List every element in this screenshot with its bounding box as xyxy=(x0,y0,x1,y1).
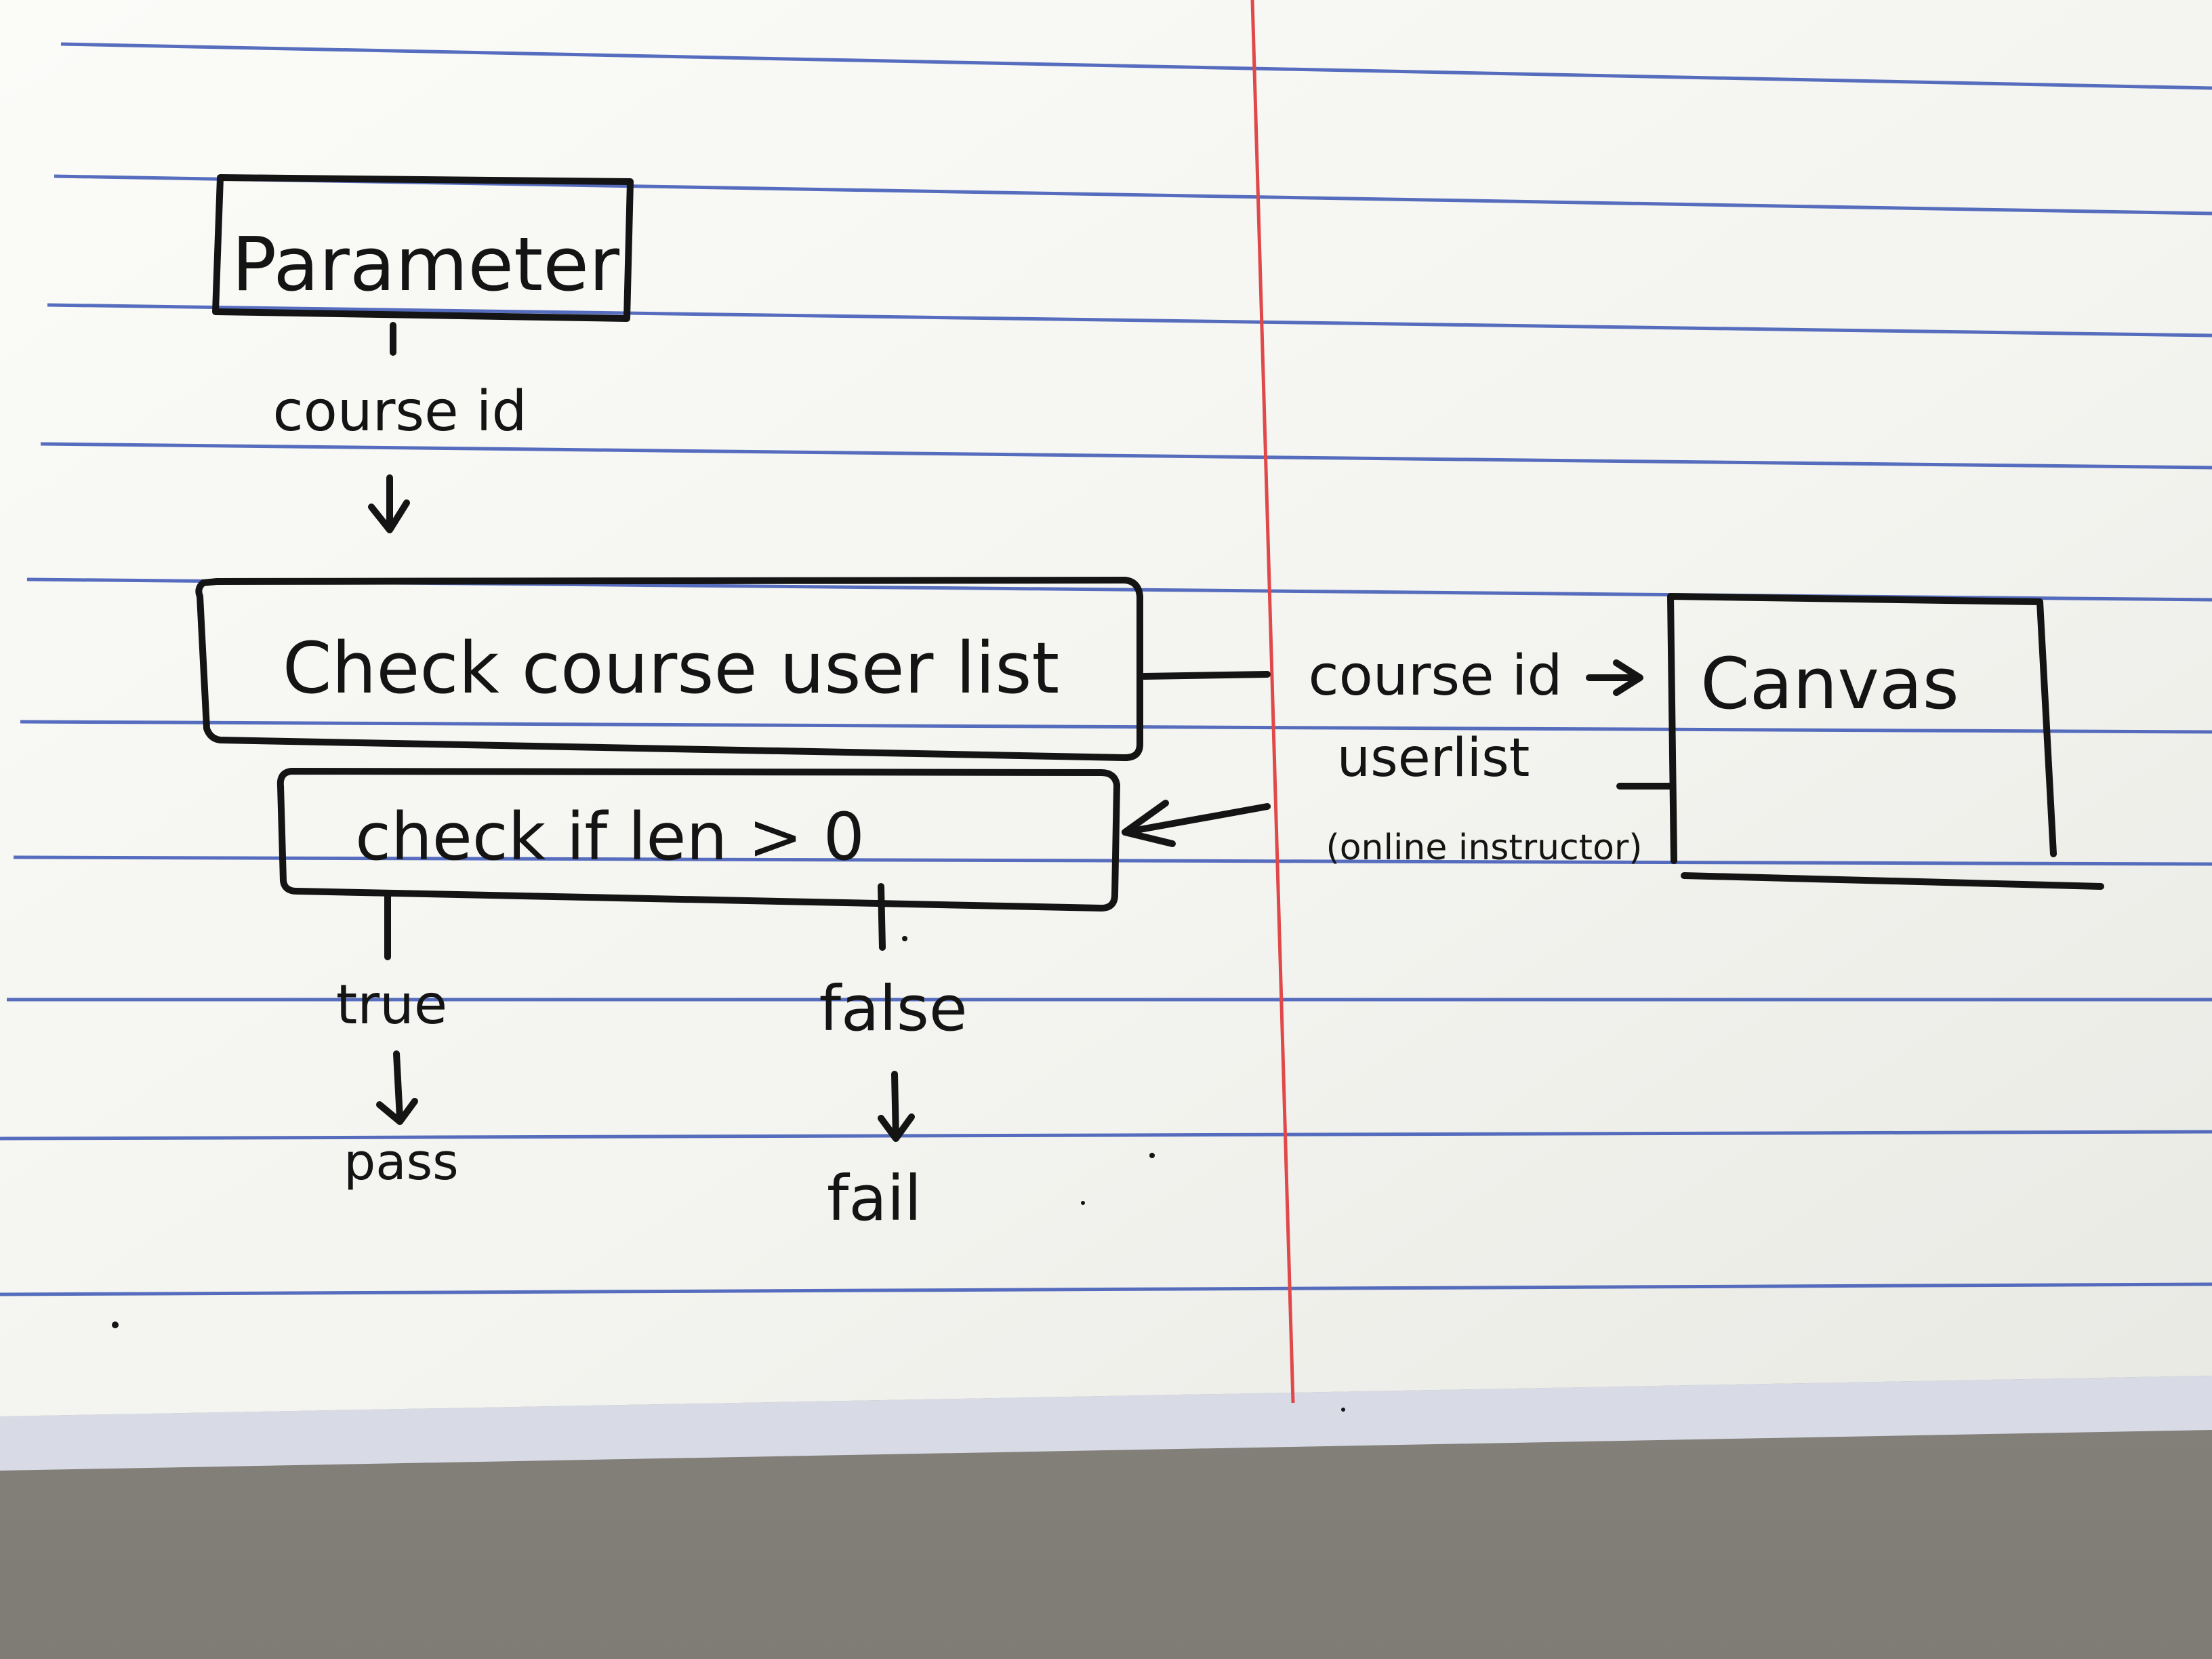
false-label: false xyxy=(819,972,968,1045)
check-len-label: check if len > 0 xyxy=(355,799,865,875)
paper-sheet xyxy=(0,0,2212,1416)
canvas-base xyxy=(1681,872,2104,890)
request-arrow-head xyxy=(1586,659,1643,696)
param-arrow xyxy=(368,474,410,533)
response-arrow-line xyxy=(1122,803,1271,836)
param-edge-label: course id xyxy=(272,380,527,444)
request-label: course id xyxy=(1308,644,1562,708)
check-len-box xyxy=(276,768,1120,912)
canvas-label: Canvas xyxy=(1700,642,1959,725)
parameter-label: Parameter xyxy=(232,221,620,308)
fail-label: fail xyxy=(827,1162,922,1235)
check-user-list-label: Check course user list xyxy=(283,627,1059,710)
canvas-box xyxy=(1667,593,2057,864)
pass-label: pass xyxy=(344,1133,458,1191)
ink-specks xyxy=(112,936,1345,1412)
paper-stack-edge xyxy=(0,1376,2212,1471)
parameter-box xyxy=(212,174,634,322)
check-user-list-box xyxy=(195,577,1143,761)
false-arrow xyxy=(878,1071,915,1142)
false-connector xyxy=(878,883,886,951)
response-label-online-instructor: (online instructor) xyxy=(1326,827,1642,868)
response-arrow-head xyxy=(1122,800,1176,847)
true-arrow xyxy=(376,1050,418,1125)
response-label-userlist: userlist xyxy=(1337,728,1530,789)
true-label: true xyxy=(336,973,447,1036)
ink-strokes xyxy=(195,174,2104,1142)
margin-line xyxy=(1250,0,1295,1404)
request-arrow-line xyxy=(1141,671,1271,680)
